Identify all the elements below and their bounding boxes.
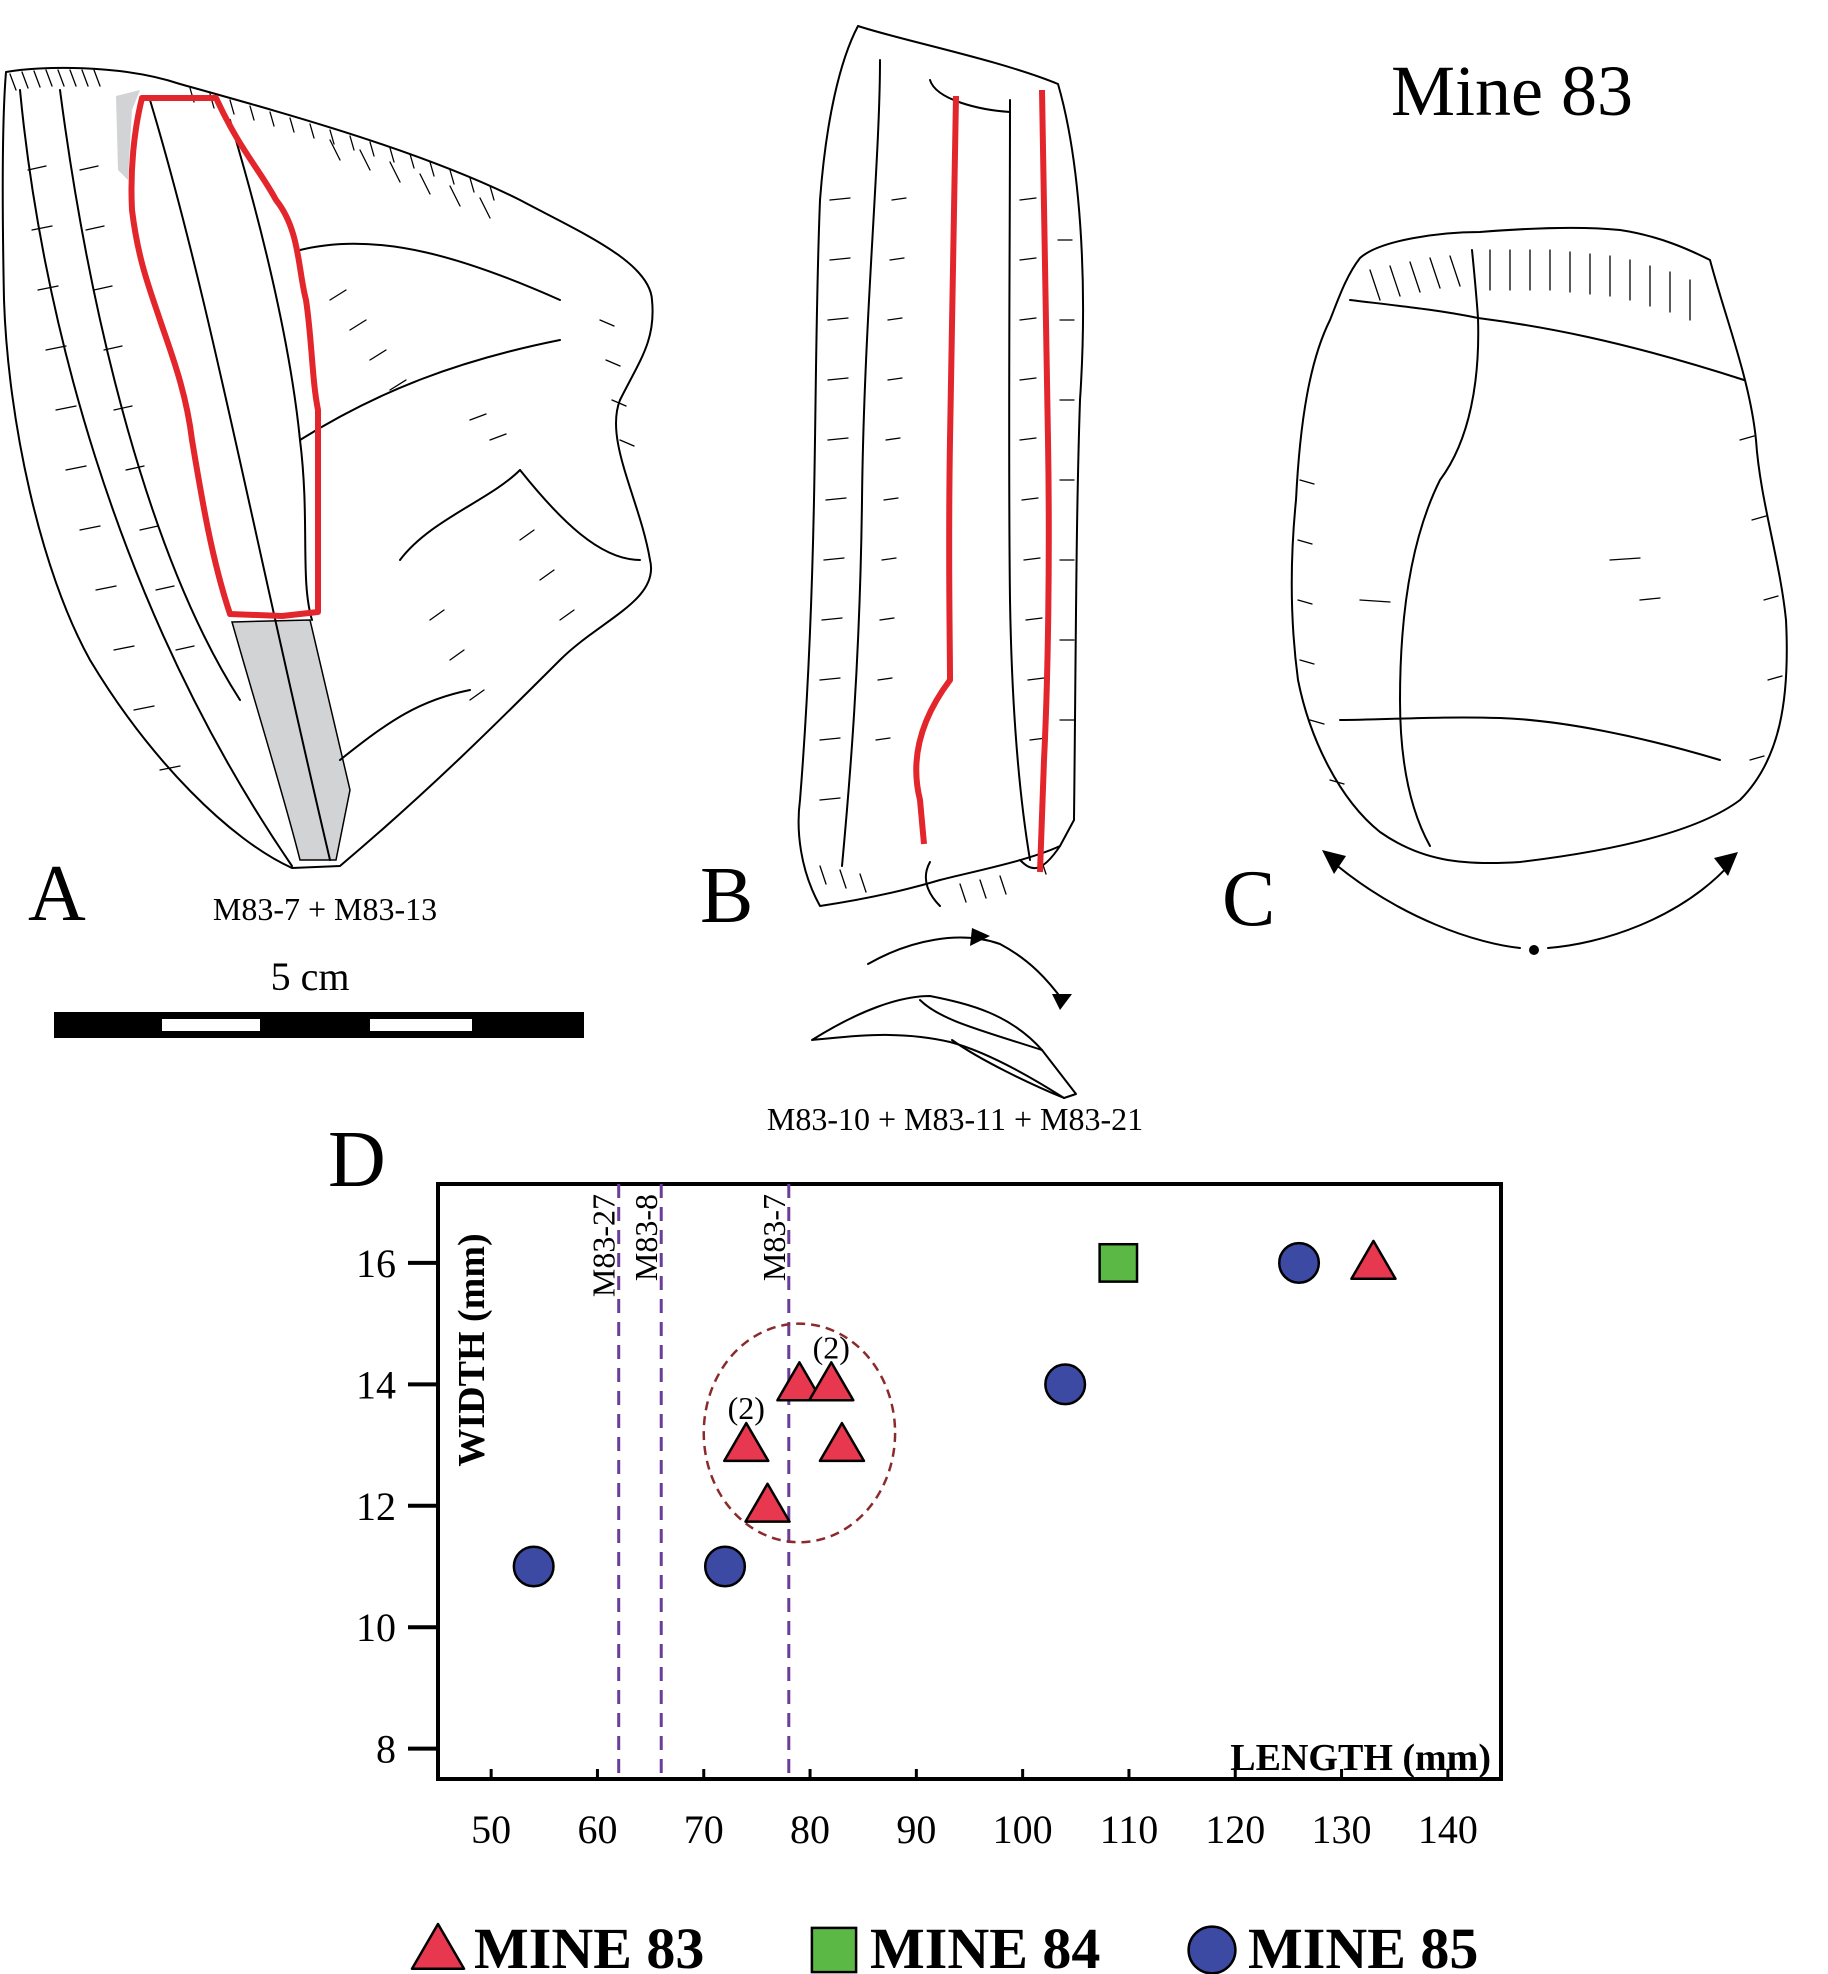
point-mine-84 bbox=[1098, 1242, 1139, 1283]
legend-label: MINE 85 bbox=[1248, 1916, 1478, 1974]
point-mine-83 bbox=[723, 1421, 770, 1463]
x-tick-label: 130 bbox=[1312, 1807, 1372, 1852]
x-axis: 50 60 70 80 90 100 110 120 130 140 bbox=[471, 1769, 1478, 1852]
y-tick-label: 10 bbox=[356, 1605, 396, 1650]
point-mine-85 bbox=[512, 1545, 555, 1588]
x-tick-label: 80 bbox=[790, 1807, 830, 1852]
x-tick-label: 100 bbox=[993, 1807, 1053, 1852]
y-tick-label: 12 bbox=[356, 1484, 396, 1529]
legend-label: MINE 84 bbox=[870, 1916, 1100, 1974]
x-tick-label: 120 bbox=[1205, 1807, 1265, 1852]
point-mine-85 bbox=[1277, 1241, 1321, 1284]
x-tick-label: 50 bbox=[471, 1807, 511, 1852]
legend-marker bbox=[1187, 1925, 1237, 1974]
y-tick-label: 14 bbox=[356, 1362, 396, 1407]
point-count-label: (2) bbox=[728, 1390, 765, 1426]
site-title: Mine 83 bbox=[1391, 51, 1633, 131]
point-mine-83 bbox=[1350, 1239, 1397, 1281]
point-count-label: (2) bbox=[813, 1329, 850, 1365]
plot-frame bbox=[436, 1182, 1503, 1781]
legend-marker bbox=[410, 1922, 466, 1970]
x-tick-label: 140 bbox=[1418, 1807, 1478, 1852]
panel-c-drawing bbox=[1290, 226, 1788, 955]
x-tick-label: 60 bbox=[577, 1807, 617, 1852]
panel-a-drawing bbox=[1, 66, 654, 869]
panel-a-caption: M83-7 + M83-13 bbox=[213, 891, 437, 927]
panel-c-letter: C bbox=[1222, 855, 1275, 943]
panel-b-caption: M83-10 + M83-11 + M83-21 bbox=[767, 1101, 1143, 1137]
x-tick-label: 90 bbox=[896, 1807, 936, 1852]
y-tick-label: 16 bbox=[356, 1241, 396, 1286]
point-mine-83 bbox=[808, 1361, 855, 1402]
x-tick-label: 70 bbox=[684, 1807, 724, 1852]
scale-bar-label: 5 cm bbox=[271, 954, 350, 999]
point-mine-83 bbox=[818, 1421, 866, 1463]
x-tick-label: 110 bbox=[1100, 1807, 1159, 1852]
point-mine-85 bbox=[703, 1545, 747, 1588]
point-mine-85 bbox=[1044, 1363, 1087, 1406]
y-tick-label: 8 bbox=[376, 1727, 396, 1772]
panel-a-letter: A bbox=[28, 850, 86, 938]
reference-line-label: M83-8 bbox=[628, 1194, 664, 1281]
cluster-ellipse bbox=[702, 1322, 897, 1544]
x-axis-label: LENGTH (mm) bbox=[1230, 1737, 1491, 1779]
panel-b-drawing bbox=[797, 25, 1085, 1099]
y-axis-label: WIDTH (mm) bbox=[451, 1233, 493, 1466]
data-points: (2) (2) bbox=[512, 1239, 1397, 1588]
reference-line-label: M83-7 bbox=[756, 1194, 792, 1281]
scale-bar: 5 cm bbox=[54, 954, 584, 1038]
legend-label: MINE 83 bbox=[474, 1916, 704, 1974]
point-mine-83 bbox=[776, 1361, 823, 1402]
reference-line-label: M83-27 bbox=[586, 1194, 622, 1297]
legend-marker bbox=[810, 1926, 858, 1974]
panel-b-letter: B bbox=[700, 852, 753, 940]
y-axis: 8 10 12 14 16 bbox=[356, 1241, 438, 1772]
point-mine-83 bbox=[744, 1482, 791, 1523]
legend: MINE 83 MINE 84 MINE 85 bbox=[410, 1916, 1478, 1974]
cluster-outline bbox=[702, 1322, 897, 1544]
panel-d-letter: D bbox=[328, 1116, 386, 1204]
